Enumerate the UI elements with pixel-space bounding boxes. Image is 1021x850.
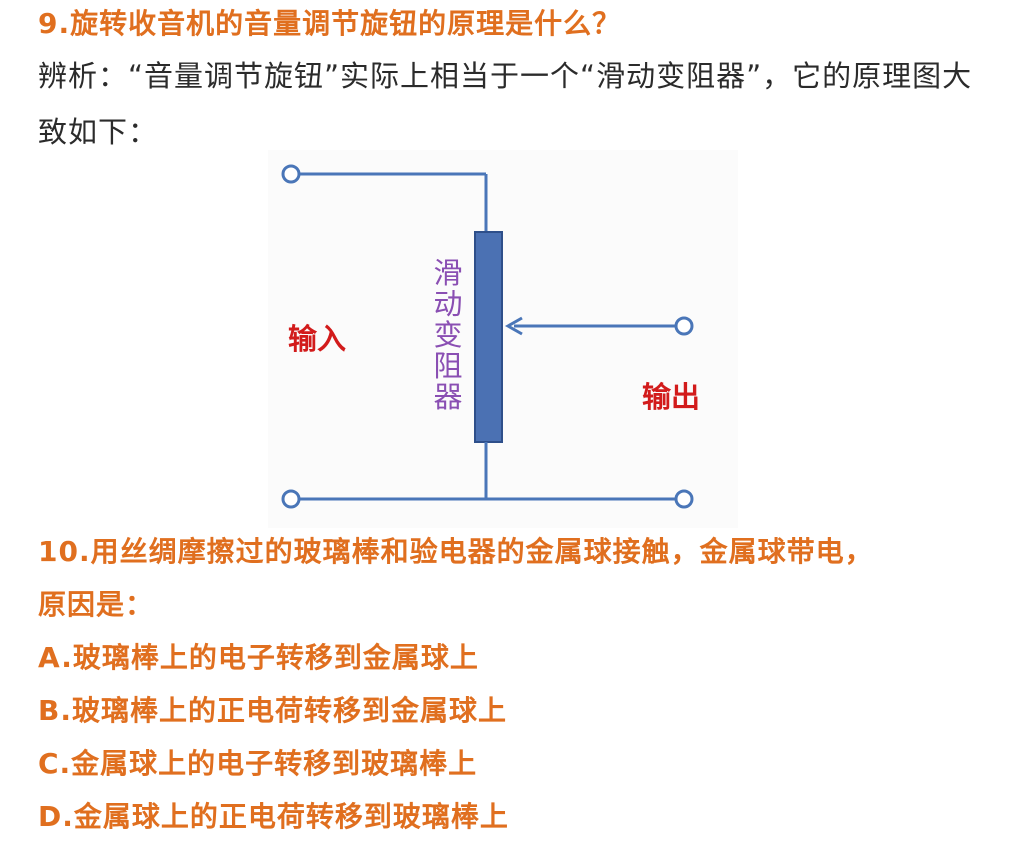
rheostat-label-char: 滑: [433, 256, 463, 290]
question-10-stem-line-1: 10.用丝绸摩擦过的玻璃棒和验电器的金属球接触，金属球带电，: [38, 535, 874, 568]
terminal-top-left: [281, 164, 301, 184]
slider-arrow-head: [504, 316, 523, 336]
terminal-bottom-right: [674, 489, 694, 509]
output-label: 输出: [642, 380, 701, 414]
option-a: A.玻璃棒上的电子转移到金属球上: [38, 641, 479, 674]
rheostat-label-char: 器: [433, 380, 463, 414]
analysis-text: 辨析：“音量调节旋钮”实际上相当于一个“滑动变阻器”，它的原理图大致如下：: [38, 59, 973, 149]
question-10: 10.用丝绸摩擦过的玻璃棒和验电器的金属球接触，金属球带电， 原因是： A.玻璃…: [38, 532, 998, 850]
rheostat-label-char: 变: [433, 318, 463, 352]
input-label: 输入: [288, 322, 347, 356]
terminal-bottom-left: [281, 489, 301, 509]
option-c: C.金属球上的电子转移到玻璃棒上: [38, 747, 478, 780]
circuit-svg: [281, 164, 694, 509]
option-d: D.金属球上的正电荷转移到玻璃棒上: [38, 800, 509, 833]
question-10-stem-line-2: 原因是：: [38, 588, 155, 621]
rheostat-body: [474, 231, 503, 443]
question-9-title: 9.旋转收音机的音量调节旋钮的原理是什么？: [38, 7, 622, 40]
rheostat-label-char: 阻: [433, 349, 463, 383]
terminal-slider-right: [674, 316, 694, 336]
rheostat-circuit-diagram: 滑 动 变 阻 器 输入 输出: [268, 150, 738, 528]
rheostat-label-char: 动: [433, 287, 463, 321]
rheostat-label: 滑 动 变 阻 器: [430, 258, 466, 413]
option-b: B.玻璃棒上的正电荷转移到金属球上: [38, 694, 507, 727]
